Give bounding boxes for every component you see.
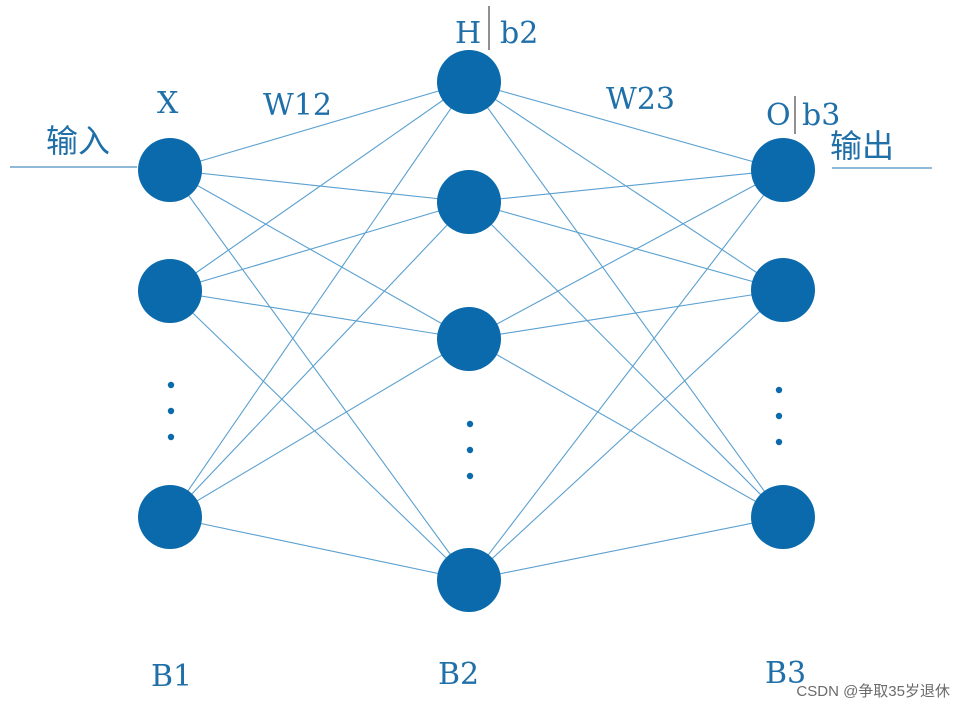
- edge-hidden2-output2: [468, 201, 784, 291]
- output-node-3: [751, 485, 815, 549]
- edge-input2-hidden2: [169, 201, 470, 292]
- edge-input2-hidden4: [169, 290, 470, 581]
- layer-b2-label: B2: [438, 657, 479, 692]
- hidden-node-4: [437, 548, 501, 612]
- edge-hidden3-output1: [468, 169, 784, 340]
- hidden-bias-label: b2: [500, 16, 538, 51]
- edge-hidden4-output2: [468, 289, 784, 581]
- edges-layer: [169, 81, 784, 581]
- layer-b3-label: B3: [765, 656, 806, 691]
- output-node-1: [751, 138, 815, 202]
- input-node-2: [138, 259, 202, 323]
- output-bias-label: b3: [802, 98, 840, 133]
- edge-hidden2-output3: [468, 201, 784, 518]
- edge-input1-hidden3: [169, 169, 470, 340]
- edge-input2-hidden3: [169, 290, 470, 340]
- edge-input3-hidden2: [169, 201, 470, 518]
- watermark: CSDN @争取35岁退休: [796, 683, 950, 700]
- input-ellipsis-icon: [167, 381, 175, 441]
- edge-hidden1-output3: [468, 81, 784, 518]
- edge-hidden3-output2: [468, 289, 784, 340]
- input-node-1: [138, 138, 202, 202]
- hidden-ellipsis-icon: [466, 420, 474, 480]
- edge-input3-hidden4: [169, 516, 470, 581]
- edge-input2-hidden1: [169, 81, 470, 292]
- ellipsis-layer: [167, 381, 783, 480]
- output-node-label: O: [766, 98, 791, 133]
- output-ellipsis-icon: [775, 386, 783, 446]
- edge-hidden4-output3: [468, 516, 784, 581]
- edge-input3-hidden1: [169, 81, 470, 518]
- output-node-2: [751, 258, 815, 322]
- nodes-layer: [138, 50, 815, 612]
- edge-input1-hidden4: [169, 169, 470, 581]
- edge-hidden4-output1: [468, 169, 784, 581]
- layer-b1-label: B1: [151, 659, 192, 694]
- w12-label: W12: [263, 88, 332, 123]
- edge-hidden2-output1: [468, 169, 784, 203]
- w23-label: W23: [606, 82, 675, 117]
- hidden-node-2: [437, 170, 501, 234]
- input-text-label: 输入: [46, 122, 110, 160]
- input-node-label: X: [157, 86, 179, 121]
- edge-hidden1-output1: [468, 81, 784, 171]
- edge-input3-hidden3: [169, 338, 470, 518]
- input-node-3: [138, 485, 202, 549]
- edge-input1-hidden1: [169, 81, 470, 171]
- hidden-node-label: H: [455, 16, 481, 51]
- hidden-node-3: [437, 307, 501, 371]
- edge-hidden3-output3: [468, 338, 784, 518]
- output-text-label: 输出: [830, 127, 894, 165]
- hidden-node-1: [437, 50, 501, 114]
